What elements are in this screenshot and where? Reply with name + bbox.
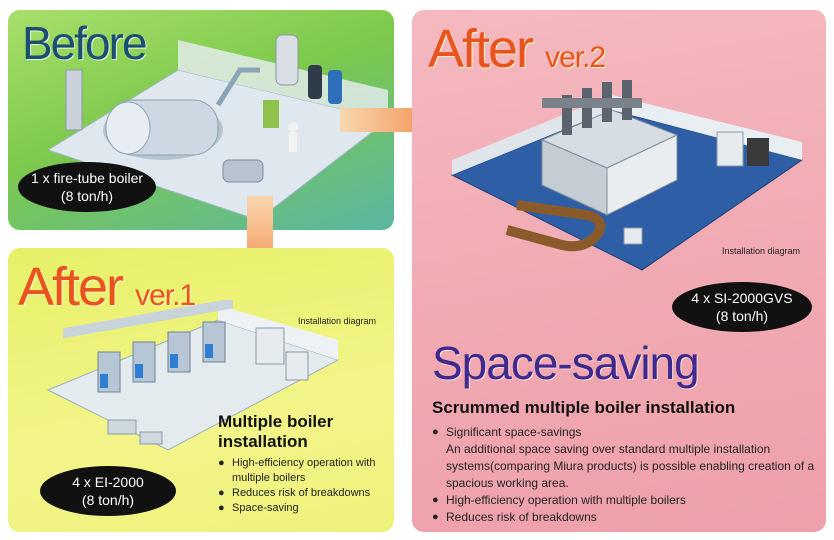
after-ver1-heading-line2: installation [218,432,308,451]
after-ver1-label-line2: (8 ton/h) [81,492,135,508]
after-ver1-bullet: Space-saving [218,501,388,516]
fire-tube-boiler-illustration [46,34,390,221]
after-ver2-bullet: Significant space-savings An additional … [432,424,817,492]
after-ver1-bullet: Reduces risk of breakdowns [218,486,388,501]
after-ver1-boiler-label: 4 x EI-2000 (8 ton/h) [40,466,176,516]
before-boiler-label: 1 x fire-tube boiler (8 ton/h) [18,162,156,212]
before-label-line2: (8 ton/h) [60,188,114,204]
after-ver2-label-line2: (8 ton/h) [715,308,769,324]
after-ver2-title: After ver.2 [428,18,606,80]
after-ver2-installation-label: Installation diagram [722,246,801,256]
after-ver1-heading-line1: Multiple boiler [218,412,334,431]
after-ver1-bullets: High-efficiency operation with multiple … [218,456,388,516]
after-ver1-installation-label: Installation diagram [298,316,377,326]
space-saving-title: Space-saving [432,337,700,389]
before-title: Before [22,17,148,69]
ei2000-boiler-room-illustration [46,300,340,451]
after-ver2-boiler-label: 4 x SI-2000GVS (8 ton/h) [672,282,812,332]
after-ver1-version: ver.1 [135,279,196,312]
after-ver2-word: After [428,19,534,79]
after-ver1-heading: Multiple boiler installation [218,412,333,452]
after-ver1-title: After ver.1 [18,256,196,318]
before-label-line1: 1 x fire-tube boiler [30,170,144,186]
after-ver2-bullets: Significant space-savings An additional … [432,424,817,526]
after-ver2-heading: Scrummed multiple boiler installation [432,398,736,417]
si2000gvs-boiler-room-illustration [450,80,804,271]
after-ver2-bullet: High-efficiency operation with multiple … [432,492,817,509]
after-ver2-bullet-text: Significant space-savings [446,425,582,439]
after-ver1-word: After [18,257,124,317]
after-ver2-version: ver.2 [545,41,606,74]
after-ver1-label-line1: 4 x EI-2000 [72,474,144,490]
after-ver2-bullet-detail: An additional space saving over standard… [446,442,815,490]
after-ver2-label-line1: 4 x SI-2000GVS [691,290,793,306]
after-ver2-bullet: Reduces risk of breakdowns [432,509,817,526]
after-ver1-bullet: High-efficiency operation with multiple … [218,456,388,486]
